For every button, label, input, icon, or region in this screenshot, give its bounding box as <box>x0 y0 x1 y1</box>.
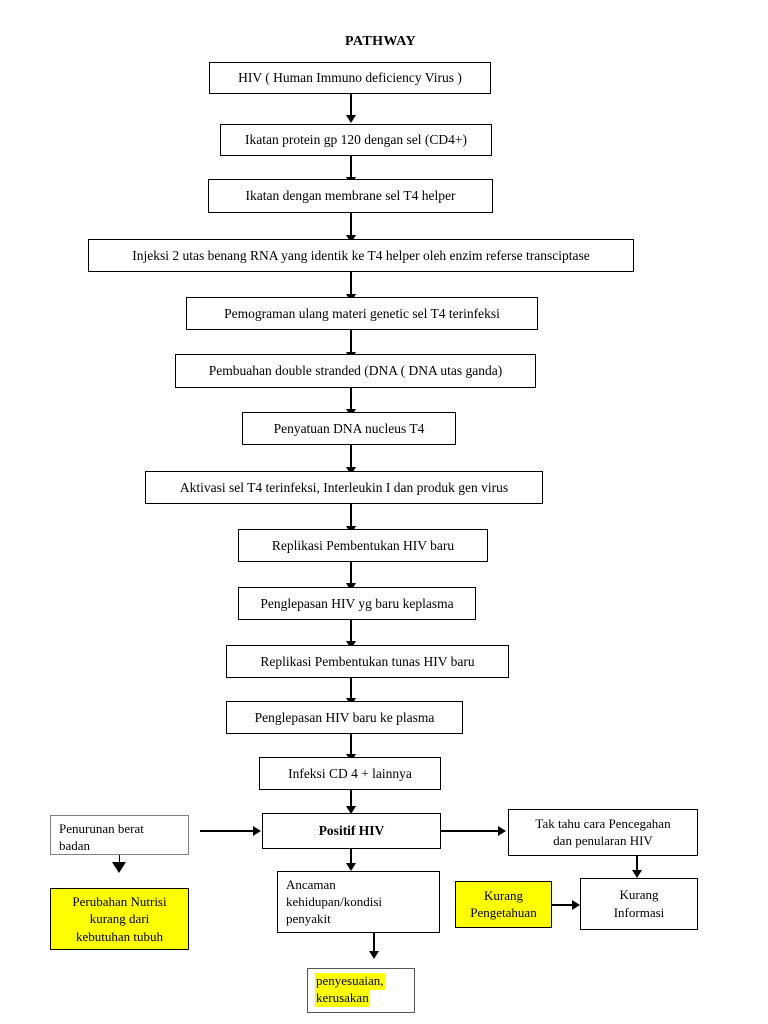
edge-n5-n6-line <box>350 330 352 356</box>
edge-n6-n7-line <box>350 388 352 413</box>
node-label-line1: Penurunan berat <box>59 821 144 836</box>
edge-n14-n18-arrowhead <box>498 826 506 836</box>
node-penglepasan-hiv-keplasma[interactable]: Penglepasan HIV yg baru keplasma <box>238 587 476 620</box>
edge-n4-n5-line <box>350 272 352 298</box>
node-label-line1: penyesuaian, <box>315 973 385 990</box>
node-label-line1: Kurang <box>483 887 523 903</box>
edge-n13-n14-line <box>350 790 352 810</box>
node-kurang-pengetahuan[interactable]: Kurang Pengetahuan <box>455 881 552 928</box>
node-label: Replikasi Pembentukan tunas HIV baru <box>260 653 475 669</box>
node-label: HIV ( Human Immuno deficiency Virus ) <box>238 70 462 86</box>
node-label-line2: kerusakan <box>315 989 370 1007</box>
node-label-line2: Informasi <box>613 905 665 920</box>
edge-n15-n14-line <box>200 830 254 832</box>
node-replikasi-hiv-baru[interactable]: Replikasi Pembentukan HIV baru <box>238 529 488 562</box>
node-injeksi-rna[interactable]: Injeksi 2 utas benang RNA yang identik k… <box>88 239 634 272</box>
node-pembuahan-double-stranded[interactable]: Pembuahan double stranded (DNA ( DNA uta… <box>175 354 536 388</box>
node-ikatan-membrane[interactable]: Ikatan dengan membrane sel T4 helper <box>208 179 493 213</box>
node-tak-tahu-pencegahan[interactable]: Tak tahu cara Pencegahan dan penularan H… <box>508 809 698 856</box>
node-label-line3: penyakit <box>286 910 331 926</box>
node-label: Penglepasan HIV yg baru keplasma <box>260 595 454 611</box>
node-pemograman-ulang[interactable]: Pemograman ulang materi genetic sel T4 t… <box>186 297 538 330</box>
edge-n3-n4-line <box>350 213 352 239</box>
node-penurunan-berat-badan[interactable]: Penurunan berat badan <box>50 815 189 855</box>
edge-n14-n17-arrowhead <box>346 863 356 871</box>
node-label: Injeksi 2 utas benang RNA yang identik k… <box>132 247 590 263</box>
node-ancaman-kehidupan[interactable]: Ancaman kehidupan/kondisi penyakit <box>277 871 440 933</box>
node-positif-hiv[interactable]: Positif HIV <box>262 813 441 849</box>
node-label: Aktivasi sel T4 terinfeksi, Interleukin … <box>179 479 509 495</box>
edge-n10-n11-line <box>350 620 352 645</box>
edge-n8-n9-line <box>350 504 352 530</box>
node-label-line1: Tak tahu cara Pencegahan <box>535 815 671 831</box>
edge-n18-n20-arrowhead <box>632 870 642 878</box>
node-label-line2: badan <box>59 837 91 853</box>
node-penyatuan-dna[interactable]: Penyatuan DNA nucleus T4 <box>242 412 456 445</box>
node-replikasi-tunas-hiv[interactable]: Replikasi Pembentukan tunas HIV baru <box>226 645 509 678</box>
node-label-line1: Ancaman <box>286 877 336 892</box>
node-label-line3: kebutuhan tubuh <box>75 928 163 944</box>
node-label: Penyatuan DNA nucleus T4 <box>273 420 425 436</box>
node-label: Ikatan dengan membrane sel T4 helper <box>245 188 456 204</box>
edge-n14-n17-line <box>350 849 352 867</box>
node-label-line2: kurang dari <box>89 911 150 927</box>
node-label-line1: Perubahan Nutrisi <box>72 893 167 909</box>
node-label: Pembuahan double stranded (DNA ( DNA uta… <box>208 363 503 379</box>
node-aktivasi-sel-t4[interactable]: Aktivasi sel T4 terinfeksi, Interleukin … <box>145 471 543 504</box>
edge-n9-n10-line <box>350 562 352 587</box>
node-penyesuaian-kerusakan[interactable]: penyesuaian, kerusakan <box>307 968 415 1013</box>
edge-n19-n20-line <box>552 904 574 906</box>
node-perubahan-nutrisi[interactable]: Perubahan Nutrisi kurang dari kebutuhan … <box>50 888 189 950</box>
node-label: Infeksi CD 4 + lainnya <box>288 765 412 781</box>
edge-n1-n2-line <box>350 94 352 119</box>
node-ikatan-protein[interactable]: Ikatan protein gp 120 dengan sel (CD4+) <box>220 124 492 156</box>
node-hiv[interactable]: HIV ( Human Immuno deficiency Virus ) <box>209 62 491 94</box>
node-label: Pemograman ulang materi genetic sel T4 t… <box>224 305 500 321</box>
node-label-line2: kehidupan/kondisi <box>286 893 383 909</box>
node-infeksi-cd4[interactable]: Infeksi CD 4 + lainnya <box>259 757 441 790</box>
page-title: PATHWAY <box>345 34 416 49</box>
node-label: Replikasi Pembentukan HIV baru <box>271 537 455 553</box>
edge-n2-n3-line <box>350 156 352 181</box>
edge-n15-n16-arrowhead <box>112 862 126 873</box>
edge-n17-n21-line <box>373 933 375 955</box>
edge-n19-n20-arrowhead <box>572 900 580 910</box>
node-penglepasan-hiv-plasma[interactable]: Penglepasan HIV baru ke plasma <box>226 701 463 734</box>
edge-n17-n21-arrowhead <box>369 951 379 959</box>
node-label: Ikatan protein gp 120 dengan sel (CD4+) <box>244 132 468 148</box>
node-label-line2: Pengetahuan <box>470 904 537 920</box>
edge-n12-n13-line <box>350 734 352 758</box>
node-label: Penglepasan HIV baru ke plasma <box>254 709 435 725</box>
edge-n18-n20-line <box>636 856 638 874</box>
edge-n13-n14-arrowhead <box>346 806 356 814</box>
node-label: Positif HIV <box>318 823 385 839</box>
edge-n11-n12-line <box>350 678 352 702</box>
edge-n1-n2-arrowhead <box>346 115 356 123</box>
edge-n15-n14-arrowhead <box>253 826 261 836</box>
node-label-line1: Kurang <box>619 887 659 903</box>
node-kurang-informasi[interactable]: Kurang Informasi <box>580 878 698 930</box>
edge-n7-n8-line <box>350 445 352 471</box>
node-label-line2: dan penularan HIV <box>553 832 653 848</box>
edge-n14-n18-line <box>441 830 499 832</box>
